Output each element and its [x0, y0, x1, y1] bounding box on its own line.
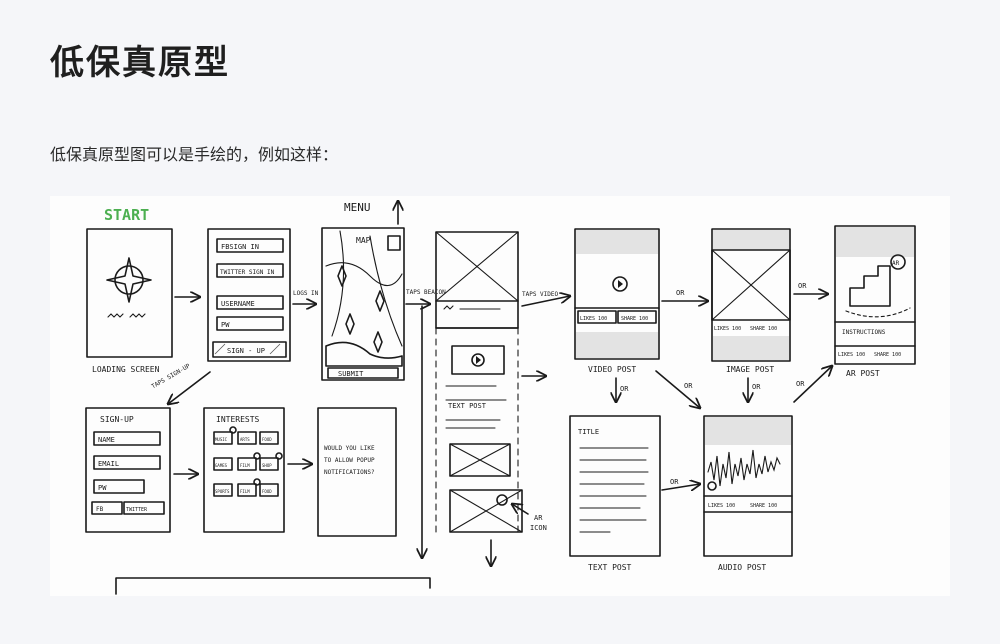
interest-tag-8: FILM [240, 489, 250, 494]
ar-share: SHARE 100 [874, 352, 901, 358]
name-field: NAME [98, 436, 115, 444]
interest-tag-7: SPORTS [215, 489, 230, 494]
start-label: START [104, 206, 149, 224]
video-share: SHARE 100 [621, 316, 648, 322]
sign-in-frame [207, 228, 291, 362]
sign-up-button: SIGN - UP [227, 347, 265, 355]
notifications-line-2: TO ALLOW POPUP [324, 457, 375, 464]
submit-button: SUBMIT [338, 370, 364, 378]
or-label-7: OR [670, 478, 679, 486]
map-pin-icon [337, 265, 385, 353]
audio-post-frame [703, 415, 793, 557]
ar-icon-label-1: AR [534, 514, 543, 522]
or-label-1: OR [676, 289, 685, 297]
audio-likes: LIKES 100 [708, 503, 735, 509]
or-label-2: OR [798, 282, 807, 290]
signup-password-field: PW [98, 484, 107, 492]
ar-badge: AR [892, 260, 900, 267]
interests-title: INTERESTS [216, 415, 260, 424]
map-frame [321, 227, 405, 381]
notifications-line-3: NOTIFICATIONS? [324, 469, 375, 476]
notifications-line-1: WOULD YOU LIKE [324, 445, 375, 452]
ar-icon-label-2: ICON [530, 524, 547, 532]
or-label-4: OR [684, 382, 693, 390]
interest-tag-4: GAMES [215, 463, 228, 468]
audio-share: SHARE 100 [750, 503, 777, 509]
map-label: MAP [356, 236, 371, 245]
twitter-sign-in-field: TWITTER SIGN IN [220, 269, 275, 276]
interests-frame [203, 407, 285, 533]
interest-tag-9: FOOD [262, 489, 272, 494]
interest-tag-2: ARTS [240, 437, 250, 442]
or-label-5: OR [752, 383, 761, 391]
password-field: PW [221, 321, 230, 329]
username-field: USERNAME [221, 300, 255, 308]
or-label-6: OR [796, 380, 805, 388]
video-post-label: VIDEO POST [588, 365, 636, 374]
audio-post-label: AUDIO POST [718, 563, 766, 572]
image-post-frame [711, 228, 791, 362]
interest-tag-6: SHOP [262, 463, 272, 468]
email-field: EMAIL [98, 460, 119, 468]
interest-tag-5: FILM [240, 463, 250, 468]
interest-tag-3: FOOD [262, 437, 272, 442]
video-likes: LIKES 100 [580, 316, 607, 322]
notifications-frame [317, 407, 397, 537]
taps-beacon-label: TAPS BEACON [406, 289, 446, 296]
or-label-3: OR [620, 385, 629, 393]
logs-in-label: LOGS IN [293, 290, 319, 297]
instructions-label: INSTRUCTIONS [842, 329, 886, 336]
compass-icon [106, 257, 152, 303]
ar-likes: LIKES 100 [838, 352, 865, 358]
fb-sign-in-field: FBSIGN IN [221, 243, 259, 251]
intro-text: 低保真原型图可以是手绘的，例如这样： [50, 145, 339, 164]
image-share: SHARE 100 [750, 326, 777, 332]
loading-screen-label: LOADING SCREEN [92, 365, 160, 374]
video-post-frame [574, 228, 660, 360]
fb-button: FB [96, 506, 104, 513]
wireframe-sketch: START LOADING SCREEN FBSIGN IN TWITTER S… [50, 196, 950, 596]
image-likes: LIKES 100 [714, 326, 741, 332]
loading-screen-frame [86, 228, 173, 358]
text-post-frame [569, 415, 661, 557]
interest-tag-1: MUSIC [215, 437, 228, 442]
image-post-label: IMAGE POST [726, 365, 774, 374]
text-post-label: TEXT POST [588, 563, 632, 572]
sign-up-title: SIGN-UP [100, 415, 134, 424]
ar-post-frame [834, 225, 916, 365]
taps-video-label: TAPS VIDEO [522, 291, 559, 298]
page-title: 低保真原型 [50, 43, 230, 83]
title-label: TITLE [578, 428, 599, 436]
sign-up-frame [85, 407, 171, 533]
feed-frame [435, 231, 523, 537]
ar-post-label: AR POST [846, 369, 880, 378]
menu-label: MENU [344, 201, 371, 214]
twitter-button: TWITTER [126, 507, 148, 513]
feed-text-post-label: TEXT POST [448, 402, 487, 410]
